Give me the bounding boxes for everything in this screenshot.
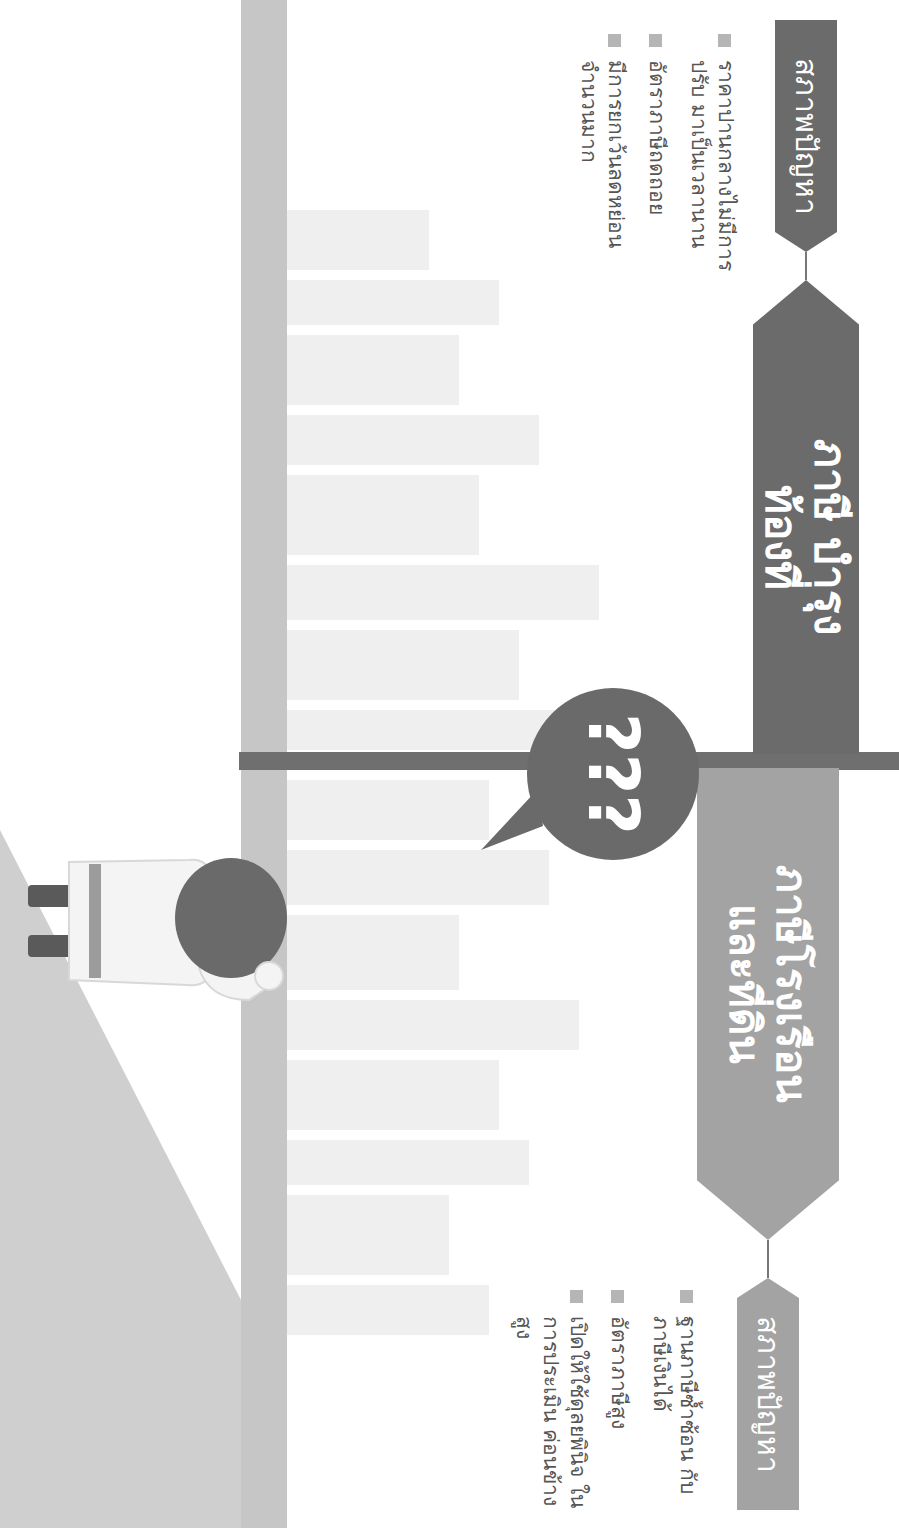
direction-sign-text: ภาษีโรงเรือน และที่ดิน	[721, 839, 815, 1129]
problem-header-fill	[737, 1278, 799, 1510]
speech-bubble-fill	[527, 688, 699, 860]
connector-path	[767, 1240, 769, 1278]
problem-list: ฐานภาษีซ้ำซ้อน กับภาษีเงินได้ อัตราภาษีสู…	[495, 1290, 701, 1520]
direction-sign-fill	[697, 768, 839, 1240]
bullet-item: ราคาปานกลางไม่มีการปรับ มาเป็นเวลานาน	[684, 34, 739, 284]
speech-bubble: ???	[527, 688, 699, 860]
problem-header-text: สภาพปัญหา	[751, 1316, 785, 1473]
problem-list: ราคาปานกลางไม่มีการปรับ มาเป็นเวลานาน อัต…	[561, 34, 739, 284]
connector-line	[806, 252, 807, 280]
bullet-item: มีการยกเว้นลดหย่อน จำนวนมาก	[575, 34, 630, 284]
problem-header-fill	[775, 20, 837, 252]
direction-sign: ภาษีโรงเรือน และที่ดิน	[697, 768, 839, 1240]
connector-line	[768, 1240, 769, 1278]
direction-sign-fill	[753, 280, 859, 754]
bullet-item: อัตราภาษีสูง	[605, 1290, 632, 1520]
speech-bubble-text: ???	[574, 713, 652, 835]
problem-header: สภาพปัญหา	[737, 1278, 799, 1510]
bullet-item: อัตราภาษีถดถอย	[643, 34, 670, 284]
problem-header: สภาพปัญหา	[775, 20, 837, 252]
connector-path	[805, 252, 807, 280]
direction-sign: ภาษี บำรุงท้องที่	[753, 280, 859, 754]
confused-person	[28, 858, 287, 1000]
bullet-item: ฐานภาษีซ้ำซ้อน กับภาษีเงินได้	[646, 1290, 701, 1520]
problem-header-text: สภาพปัญหา	[789, 58, 823, 215]
direction-sign-text: ภาษี บำรุงท้องที่	[757, 402, 856, 672]
bullet-item: เปิดให้ใช้ดุลยพินิจ ในการประเมิน ค่อนข้า…	[509, 1290, 591, 1520]
